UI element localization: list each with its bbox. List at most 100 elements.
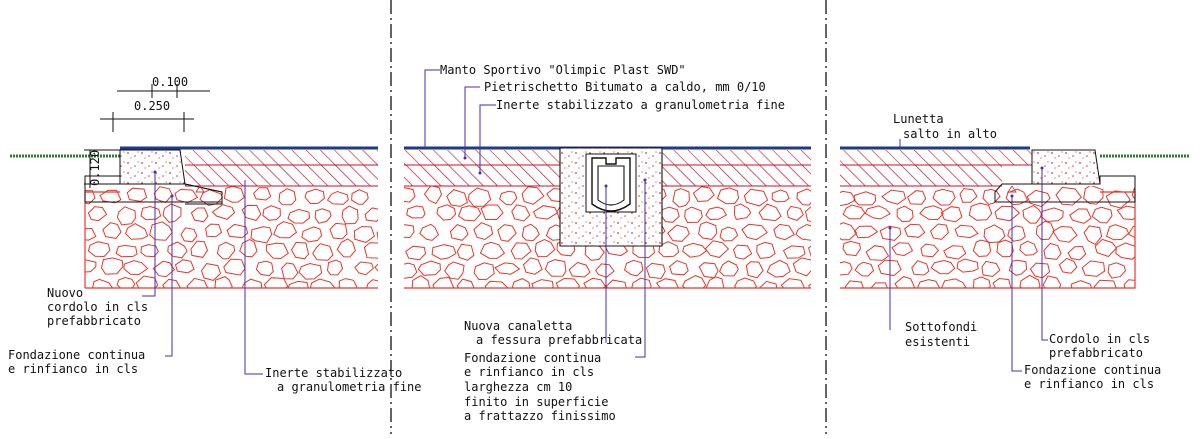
stone-shape bbox=[743, 188, 769, 207]
stone-shape bbox=[881, 189, 907, 205]
stone-shape bbox=[759, 280, 778, 288]
stone-shape bbox=[870, 282, 889, 288]
leader-dots bbox=[153, 156, 1044, 230]
stone-shape bbox=[223, 258, 246, 276]
label-fond-center-5: a frattazzo finissimo bbox=[464, 409, 616, 423]
stone-shape bbox=[376, 231, 378, 240]
stone-shape bbox=[152, 260, 176, 278]
stone-shape bbox=[655, 278, 679, 288]
stone-shape bbox=[149, 221, 173, 241]
stone-shape bbox=[87, 206, 108, 222]
label-fond-left-1: Fondazione continua bbox=[8, 348, 145, 362]
stone-shape bbox=[733, 203, 752, 220]
stone-shape bbox=[877, 259, 902, 277]
stone-shape bbox=[404, 224, 415, 239]
stone-shape bbox=[174, 259, 195, 274]
stone-shape bbox=[1007, 225, 1026, 242]
inerte-layer bbox=[185, 165, 1002, 186]
stone-shape bbox=[309, 278, 336, 288]
stone-shape bbox=[511, 204, 531, 222]
stone-shape bbox=[1026, 189, 1051, 208]
stone-shape bbox=[745, 261, 764, 279]
label-sottofondi-2: esistenti bbox=[905, 335, 970, 349]
dim-0-250: 0.250 bbox=[134, 99, 170, 113]
stone-shape bbox=[1094, 238, 1118, 258]
stone-shape bbox=[126, 187, 148, 202]
stone-shape bbox=[704, 240, 730, 258]
stone-shape bbox=[287, 208, 311, 224]
label-fond-center-1: Fondazione continua bbox=[464, 351, 601, 365]
stone-shape bbox=[255, 260, 274, 277]
stone-shape bbox=[981, 260, 1001, 278]
stone-shape bbox=[1091, 206, 1113, 224]
stone-shape bbox=[456, 278, 475, 288]
stone-shape bbox=[312, 243, 334, 261]
stone-shape bbox=[968, 202, 993, 221]
stone-shape bbox=[940, 206, 963, 223]
stone-shape bbox=[994, 205, 1021, 222]
stone-shape bbox=[1116, 205, 1135, 221]
stone-shape bbox=[929, 223, 949, 240]
stone-shape bbox=[1043, 242, 1062, 260]
stone-shape bbox=[718, 260, 739, 277]
stone-shape bbox=[190, 240, 209, 258]
stone-shape bbox=[568, 261, 591, 278]
stone-shape bbox=[1008, 259, 1028, 276]
stone-shape bbox=[1081, 260, 1106, 277]
stone-shape bbox=[865, 245, 890, 261]
stone-shape bbox=[705, 276, 725, 288]
stone-shape bbox=[205, 223, 223, 238]
stone-shape bbox=[135, 275, 159, 288]
stone-shape bbox=[417, 260, 441, 276]
stone-shape bbox=[162, 278, 182, 288]
stone-shape bbox=[326, 190, 349, 205]
stone-shape bbox=[341, 205, 359, 225]
stone-shape bbox=[1093, 279, 1117, 288]
stone-shape bbox=[336, 238, 356, 258]
stone-shape bbox=[162, 203, 182, 223]
stone-shape bbox=[1055, 186, 1083, 206]
stone-shape bbox=[698, 262, 719, 279]
stone-shape bbox=[661, 206, 680, 223]
stone-shape bbox=[996, 239, 1014, 258]
stone-shape bbox=[473, 262, 495, 281]
stone-shape bbox=[773, 223, 795, 241]
stone-shape bbox=[1019, 240, 1039, 256]
stone-shape bbox=[624, 259, 644, 277]
stone-shape bbox=[669, 260, 689, 276]
stone-shape bbox=[840, 190, 856, 207]
stone-shape bbox=[125, 223, 149, 240]
stone-shape bbox=[853, 225, 879, 239]
stone-shape bbox=[906, 190, 927, 205]
stone-shape bbox=[1042, 275, 1062, 288]
stone-shape bbox=[854, 261, 875, 277]
stone-shape bbox=[796, 188, 811, 206]
stone-shape bbox=[273, 221, 298, 239]
stone-shape bbox=[99, 189, 122, 204]
stone-shape bbox=[123, 260, 149, 276]
label-lunetta: Lunetta bbox=[893, 112, 944, 126]
stone-shape bbox=[366, 279, 378, 288]
stone-shape bbox=[239, 239, 258, 258]
label-fond-right-2: e rinfianco in cls bbox=[1024, 377, 1154, 391]
stone-shape bbox=[1127, 225, 1135, 239]
stone-shape bbox=[480, 204, 504, 220]
stone-shape bbox=[732, 244, 753, 260]
stone-shape bbox=[1115, 242, 1135, 260]
stone-shape bbox=[446, 189, 468, 207]
stone-shape bbox=[301, 226, 323, 243]
stone-shape bbox=[298, 262, 323, 280]
stone-shape bbox=[531, 279, 554, 288]
stone-shape bbox=[87, 241, 111, 258]
stone-shape bbox=[853, 191, 877, 206]
stone-shape bbox=[840, 261, 853, 276]
label-inerte-top: Inerte stabilizzato a granulometria fine bbox=[496, 98, 785, 112]
stone-shape bbox=[405, 245, 427, 261]
stone-shape bbox=[808, 283, 811, 288]
stone-shape bbox=[681, 275, 707, 288]
stone-shape bbox=[115, 244, 138, 258]
stone-shape bbox=[972, 276, 991, 288]
stone-shape bbox=[241, 278, 263, 288]
stone-shape bbox=[672, 188, 690, 208]
stone-shape bbox=[692, 186, 715, 203]
